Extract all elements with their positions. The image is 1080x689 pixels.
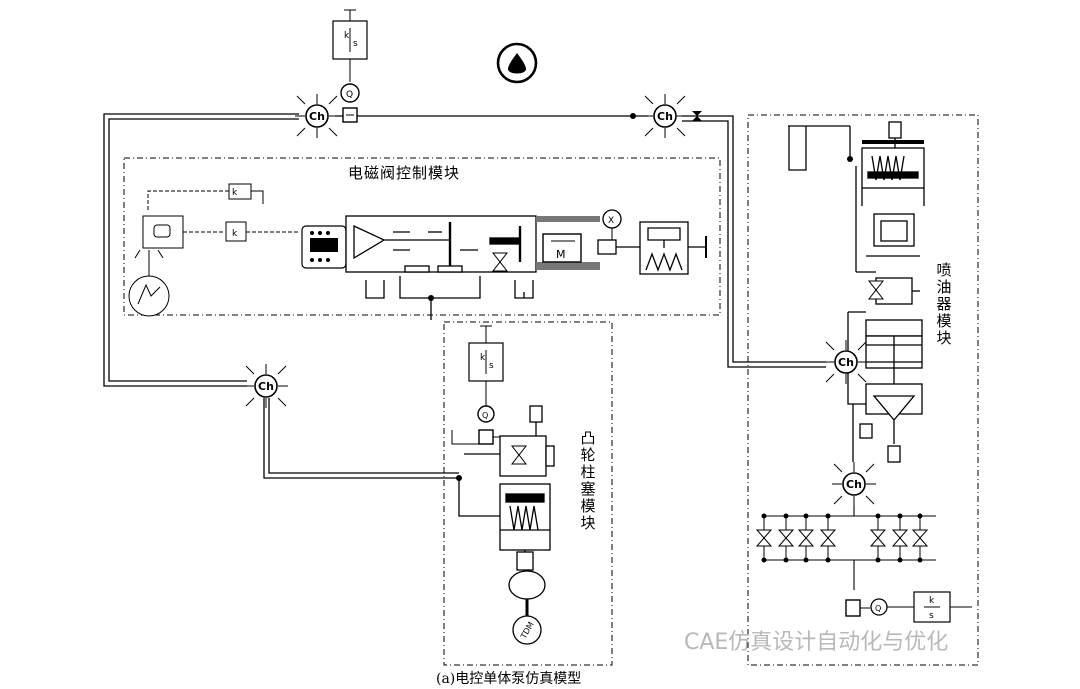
svg-text:Q: Q <box>875 604 881 613</box>
nozzle-orifice-array <box>762 506 936 590</box>
nozzle-orifice <box>797 513 815 563</box>
injector-module-label: 喷油器模块 <box>936 261 952 347</box>
orifice-column <box>755 513 929 563</box>
nozzle-orifice <box>911 513 929 563</box>
top-flow-sensor: Q <box>340 83 360 123</box>
svg-text:k: k <box>232 188 238 198</box>
mass-block: M <box>542 233 582 263</box>
solenoid-control-logic <box>128 183 300 317</box>
ch-node-middle-left: Ch <box>243 363 289 409</box>
svg-text:Q: Q <box>346 90 353 100</box>
pipe-junction <box>847 156 853 162</box>
svg-text:Ch: Ch <box>838 356 854 369</box>
top-ks-block: k s <box>332 9 368 60</box>
svg-text:Q: Q <box>482 411 488 420</box>
ch-node-top-right: Ch <box>642 93 688 139</box>
svg-text:M: M <box>556 248 566 261</box>
orifice-valve-top <box>692 111 702 121</box>
fluid-properties-icon <box>496 42 538 84</box>
svg-text:s: s <box>353 39 358 49</box>
nozzle-orifice <box>869 513 887 563</box>
nozzle-orifice <box>891 513 909 563</box>
solenoid-module-label: 电磁阀控制模块 <box>348 164 461 182</box>
injector-module-frame <box>747 114 979 666</box>
cam-flow-sensor: Q <box>451 405 500 445</box>
displacement-sensor: X <box>602 209 622 240</box>
nozzle-orifice <box>819 513 837 563</box>
ch-node-injector-bottom: Ch <box>831 461 877 507</box>
solenoid-valve-body <box>345 215 537 299</box>
injector-ks-block: k s <box>913 591 972 623</box>
hatched-wall <box>536 262 600 270</box>
injector-body <box>788 121 925 463</box>
svg-text:Ch: Ch <box>309 110 325 123</box>
spring-damper <box>597 221 707 275</box>
hatched-wall <box>536 216 600 222</box>
ch-node-injector-top: Ch <box>823 339 869 385</box>
pipelines <box>103 113 826 479</box>
svg-text:k: k <box>929 596 935 606</box>
nozzle-orifice <box>755 513 773 563</box>
svg-text:Ch: Ch <box>846 478 862 491</box>
solenoid-coil <box>301 225 347 269</box>
cam-plunger-module-frame <box>443 321 613 666</box>
pipe-junction <box>630 113 636 119</box>
svg-text:Ch: Ch <box>258 380 274 393</box>
svg-text:s: s <box>489 361 494 371</box>
ch-node-top-left: Ch <box>294 93 340 139</box>
figure-caption: (a)电控单体泵仿真模型 <box>436 671 582 687</box>
svg-text:X: X <box>608 216 614 226</box>
cam-plunger-body <box>458 405 555 645</box>
svg-text:k: k <box>232 229 238 239</box>
svg-text:s: s <box>929 611 934 621</box>
svg-text:k: k <box>480 353 486 363</box>
watermark: CAE仿真设计自动化与优化 <box>684 630 949 655</box>
cam-ks-block: k s <box>468 325 504 382</box>
svg-text:Ch: Ch <box>657 110 673 123</box>
nozzle-orifice <box>777 513 795 563</box>
injector-flow-sensor: Q <box>845 598 914 617</box>
cam-plunger-module-label: 凸轮柱塞模块 <box>580 429 596 532</box>
svg-text:k: k <box>344 31 350 41</box>
hatched-wall <box>862 140 924 144</box>
